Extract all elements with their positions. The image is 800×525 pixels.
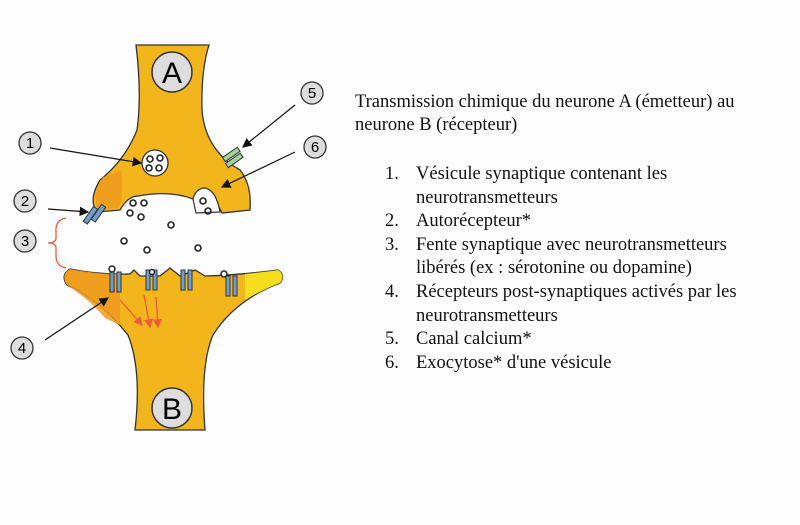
legend-item: 3.Fente synaptique avec neurotransmetteu… (385, 234, 727, 279)
neuron-b-shade-left (64, 269, 120, 325)
callout-4: 4 (18, 340, 26, 357)
neuron-b-label: B (162, 393, 182, 426)
neuron-b-shade-right (245, 270, 283, 300)
synapse-diagram: A B (10, 44, 327, 431)
legend-item: 6.Exocytose* d'une vésicule (385, 352, 612, 373)
synaptic-cleft-brace (47, 217, 67, 269)
callout-4-arrow (44, 297, 109, 341)
vesicle-neurotransmitters (145, 154, 164, 172)
neuron-a-label: A (162, 57, 182, 90)
neuron-a-shade (95, 170, 122, 210)
callout-5-arrow (242, 104, 296, 148)
neuron-a-label-circle (151, 51, 193, 93)
legend-list: 1.Vésicule synaptique contenant les neur… (385, 163, 746, 375)
callout-3: 3 (21, 233, 29, 250)
diagram-title: Transmission chimique du neurone A (émet… (355, 92, 735, 135)
released-neurotransmitters (120, 197, 212, 254)
postsynaptic-receptors (109, 269, 238, 297)
autoreceptor (82, 203, 107, 225)
legend-item: 5.Canal calcium* (385, 329, 532, 350)
callout-2: 2 (21, 193, 29, 210)
legend-item: 4.Récepteurs post-synaptiques activés pa… (385, 281, 737, 326)
neuron-b-label-circle (151, 387, 193, 429)
callout-6-arrow (220, 151, 296, 188)
callout-5: 5 (308, 85, 316, 102)
bound-neurotransmitters (108, 265, 228, 278)
signal-arrows (119, 294, 163, 329)
callout-1-arrow (49, 147, 143, 167)
synaptic-vesicle (141, 149, 169, 177)
callout-2-arrow (47, 206, 90, 217)
callout-6: 6 (311, 139, 319, 156)
callout-1: 1 (26, 135, 34, 152)
legend-item: 2.Autorécepteur* (385, 211, 532, 232)
calcium-channel (221, 146, 244, 169)
legend-item: 1.Vésicule synaptique contenant les neur… (385, 164, 668, 208)
